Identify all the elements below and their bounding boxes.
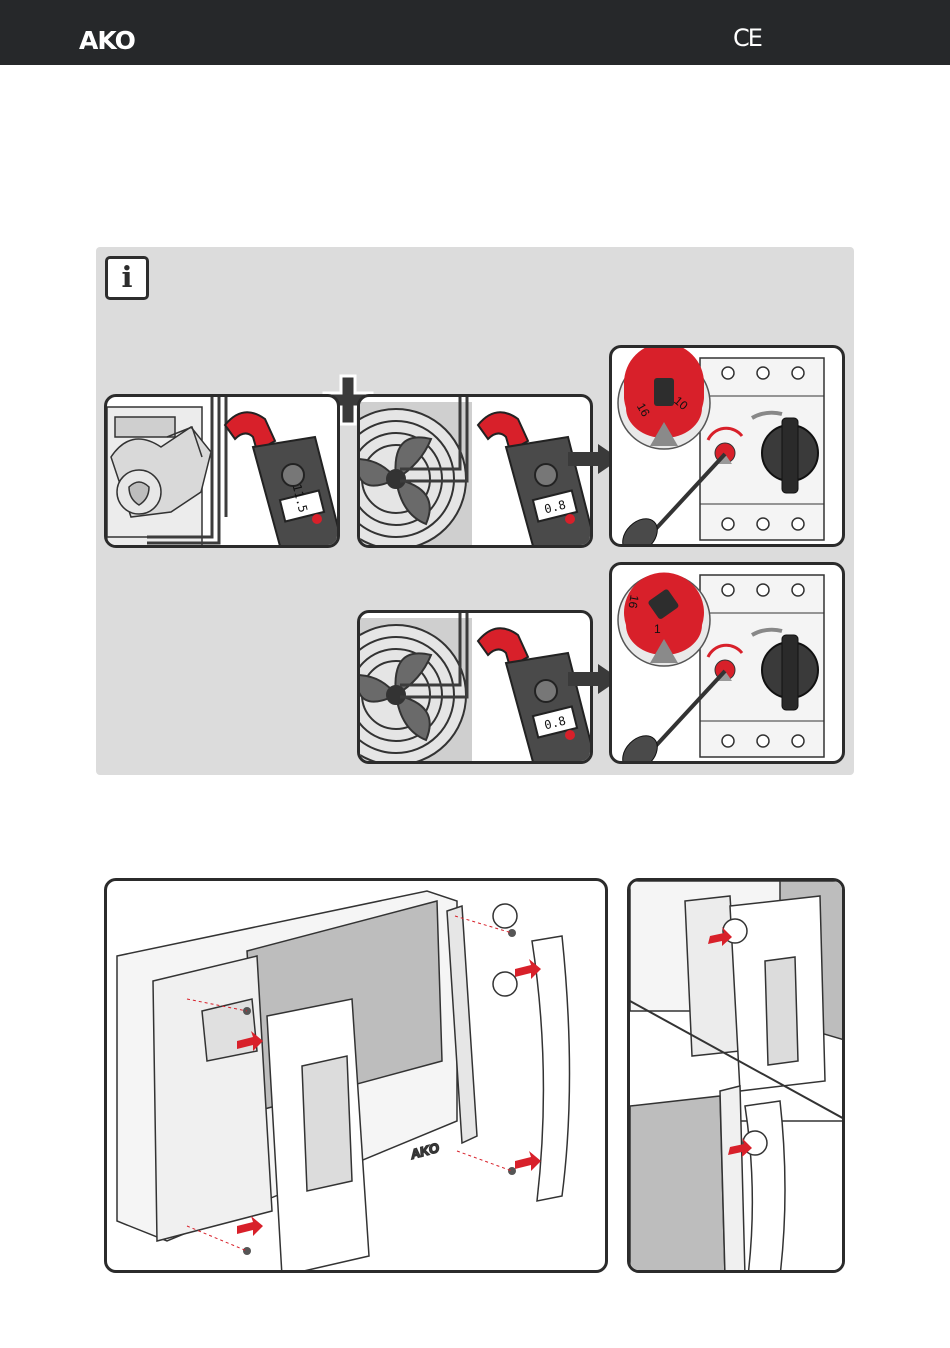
info-icon: i [105, 256, 149, 300]
clamp-meter-icon: 0.8 [478, 412, 593, 548]
compressor-illustration [107, 407, 211, 547]
compressor-measurement-tile: 11.5 [104, 394, 340, 548]
enclosure-assembly-tile: AKO [104, 878, 608, 1273]
brand-logo: AKO [79, 26, 135, 55]
fan-measurement-tile-top: 0.8 [357, 394, 593, 548]
front-cover [267, 999, 369, 1273]
ce-mark: CE [733, 24, 761, 52]
dial-bottom-label-bottom: 1 [654, 622, 661, 636]
clamp-meter-icon: 0.8 [478, 628, 593, 764]
header-bar: AKO CE [0, 0, 950, 65]
info-icon-letter: i [108, 260, 146, 294]
dial-magnifier: 16 1 [618, 573, 710, 666]
detail-lower [630, 1086, 845, 1273]
dial-magnifier: 16 10 [618, 348, 710, 449]
step-number-circles [493, 904, 517, 996]
enclosure-brand-label: AKO [408, 1140, 441, 1162]
clamp-meter-icon: 11.5 [225, 412, 340, 548]
enclosure-detail-tile [627, 878, 845, 1273]
dial-bottom-label-left: 16 [625, 594, 641, 610]
motor-protector-tile-top: 16 10 [609, 345, 845, 547]
fan-measurement-tile-bottom: 0.8 [357, 610, 593, 764]
motor-protector-tile-bottom: 16 1 [609, 562, 845, 764]
